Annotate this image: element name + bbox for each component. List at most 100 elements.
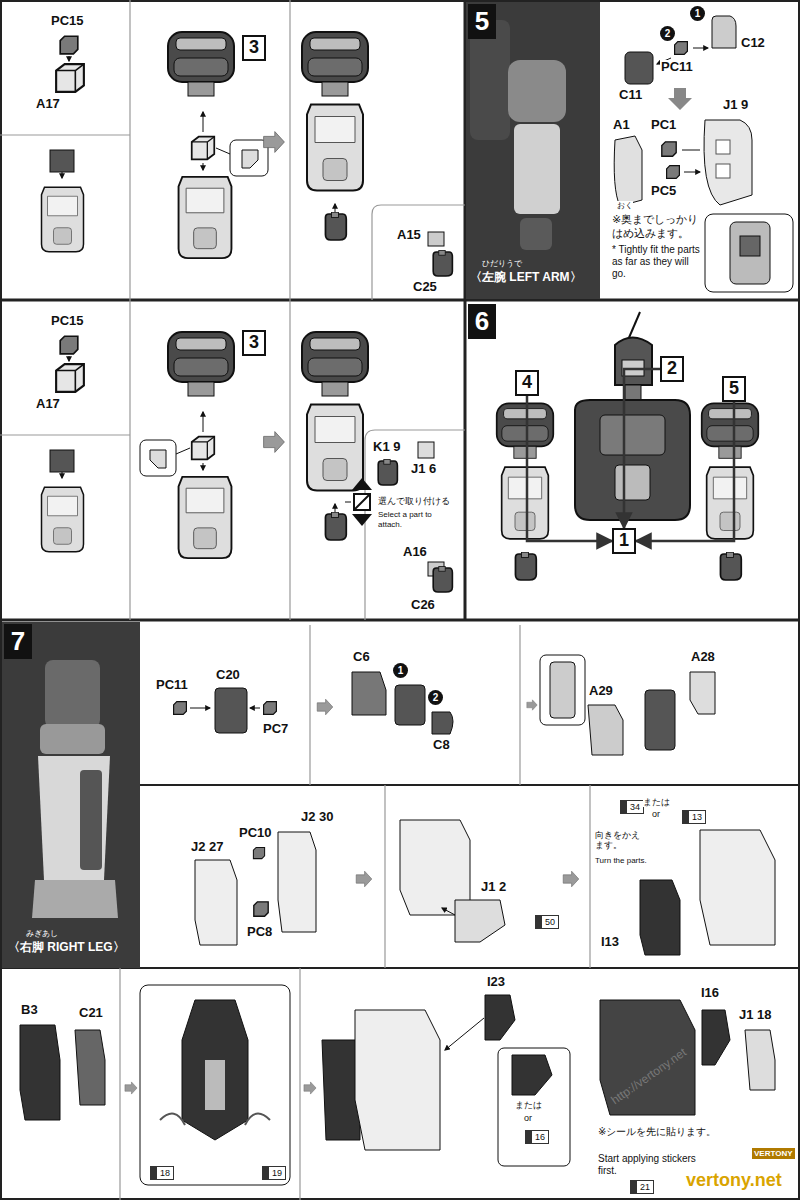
body-assembly (615, 338, 652, 386)
part-label: A15 (396, 228, 422, 243)
body-assembly (575, 400, 690, 520)
part-label: J2 27 (190, 840, 225, 855)
part-label: PC1 (650, 118, 677, 133)
leg-parts (745, 1030, 775, 1090)
leg-parts (645, 690, 675, 750)
part-label: C20 (215, 668, 241, 683)
note-text: または (515, 1100, 542, 1110)
watermark: VERTONY (752, 1148, 795, 1159)
part-label: J2 30 (300, 810, 335, 825)
body-assembly (615, 465, 650, 500)
part-label: C12 (740, 36, 766, 51)
sticker-number: 50 (535, 915, 559, 929)
arm-part (42, 332, 453, 592)
leg-parts (317, 699, 333, 715)
section-caption: 〈右脚 RIGHT LEG〉 (8, 941, 125, 955)
note-text: 向きをかえます。 (595, 830, 645, 851)
left-arm-parts (662, 142, 676, 156)
body-assembly (702, 403, 759, 458)
separator-line (0, 300, 465, 620)
step-number-tile: 7 (4, 624, 32, 659)
arm-part (50, 450, 74, 472)
body-assembly (515, 552, 536, 580)
left-arm-parts (668, 88, 692, 110)
leg-parts (527, 700, 537, 710)
leg-parts (442, 908, 455, 915)
subassembly-number-box: 2 (660, 356, 684, 382)
leg-parts (20, 655, 775, 1185)
leg-parts (445, 1018, 484, 1050)
part-label: K1 9 (372, 440, 401, 455)
photo-panel (508, 60, 566, 122)
leg-parts (254, 902, 268, 916)
note-text: ※シールを先に貼ります。 (598, 1126, 723, 1139)
body-assembly (707, 467, 754, 539)
step-number: 1 (619, 531, 629, 551)
leg-parts (356, 871, 372, 887)
arm-part (418, 442, 434, 458)
arm-part (264, 432, 285, 453)
arm-part (62, 172, 63, 178)
part-label: A1 (612, 118, 631, 133)
arm-part (42, 32, 453, 276)
arm-part (307, 405, 363, 491)
part-label: C11 (618, 88, 643, 103)
left-arm-parts (730, 222, 770, 284)
left-arm-parts (740, 236, 760, 256)
arm-part (69, 356, 70, 361)
leg-parts (140, 985, 290, 1185)
leg-parts (700, 830, 775, 945)
part-label: C6 (352, 650, 371, 665)
part-label: C26 (410, 598, 436, 613)
part-label: J1 18 (738, 1008, 773, 1023)
note-text: * Tightly fit the parts as far as they w… (612, 244, 702, 280)
arm-part (302, 32, 368, 96)
arm-part (179, 177, 232, 258)
part-label: I23 (486, 975, 506, 990)
step-number-tile: 5 (468, 4, 496, 39)
photo-panel (32, 880, 118, 918)
photo-panel (40, 724, 105, 754)
arm-part (192, 137, 215, 160)
step-number: 7 (11, 627, 25, 656)
leg-parts (250, 708, 260, 709)
arm-part (352, 478, 372, 490)
arm-part (325, 512, 346, 540)
leg-parts (322, 1040, 360, 1140)
left-arm-parts (682, 150, 700, 172)
step-number: 4 (522, 373, 532, 393)
subassembly-number-box: 3 (242, 330, 266, 356)
part-label: A16 (402, 545, 428, 560)
left-arm-parts (675, 42, 688, 55)
part-label: A17 (35, 97, 61, 112)
leg-parts (190, 708, 210, 709)
note-text: 選んで取り付ける (378, 496, 458, 506)
arm-part (203, 112, 204, 132)
part-label: I16 (700, 986, 720, 1001)
subassembly-number-box: 4 (515, 370, 539, 396)
arm-part (302, 332, 368, 396)
leg-parts (75, 1030, 105, 1105)
leg-parts (690, 672, 715, 714)
arm-part (378, 459, 397, 485)
sticker-number: 18 (150, 1166, 174, 1180)
leg-parts (355, 1010, 440, 1150)
leg-parts (174, 702, 187, 715)
left-arm-parts (614, 136, 642, 206)
arm-part (176, 448, 190, 454)
part-label: C21 (78, 1006, 104, 1021)
arm-part (203, 463, 204, 470)
arm-part (56, 364, 84, 392)
arm-part (354, 494, 370, 510)
part-label: J1 9 (722, 98, 749, 113)
part-label: I13 (600, 935, 620, 950)
part-label: PC15 (50, 314, 85, 329)
arm-part (150, 450, 166, 468)
photo-panel (466, 2, 600, 299)
leg-parts (195, 860, 237, 945)
step-number-tile: 6 (468, 304, 496, 339)
arm-part (242, 150, 258, 168)
subassembly-number-box: 3 (242, 35, 266, 61)
